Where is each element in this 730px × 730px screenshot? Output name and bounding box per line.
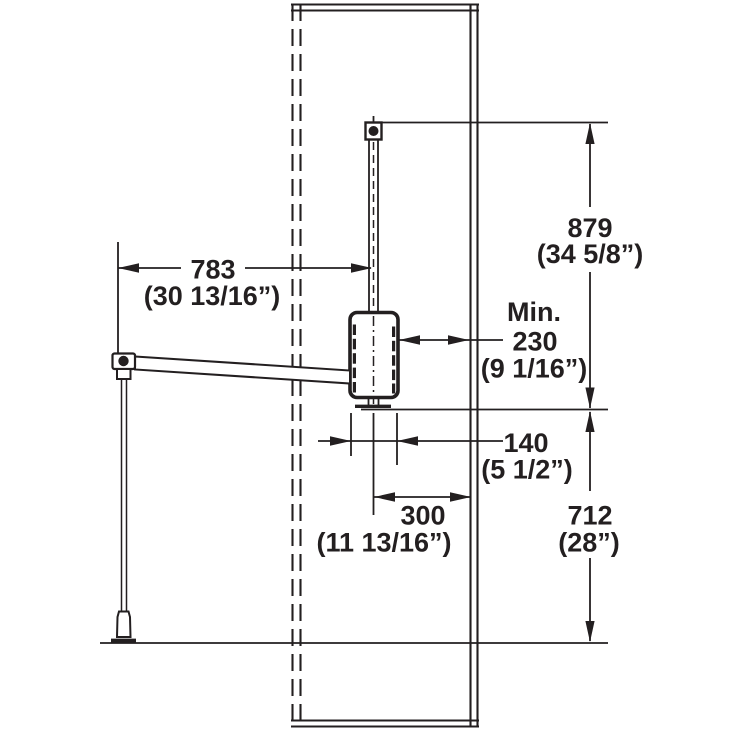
arrowhead-left-icon bbox=[118, 263, 139, 273]
dim-housing-width-inch: (5 1/2”) bbox=[481, 455, 573, 485]
dim-rod-to-front-inch: (11 13/16”) bbox=[316, 528, 451, 558]
housing-foot bbox=[355, 398, 391, 408]
arrowhead-right-icon bbox=[330, 436, 351, 446]
arrowhead-left-icon bbox=[399, 335, 420, 345]
dim-upper-height-mm: 879 bbox=[567, 213, 612, 243]
dim-min-depth-inch: (9 1/16”) bbox=[481, 354, 588, 384]
arrowhead-down-icon bbox=[585, 387, 595, 409]
handle-bracket bbox=[116, 368, 132, 380]
dimension-upper-height: 879 (34 5/8”) bbox=[537, 123, 644, 409]
dim-min-depth-mm: 230 bbox=[512, 327, 557, 357]
lift-housing bbox=[348, 310, 400, 400]
dim-upper-height-inch: (34 5/8”) bbox=[537, 239, 644, 269]
dim-housing-width-mm: 140 bbox=[503, 428, 548, 458]
pull-arm bbox=[134, 355, 351, 385]
dimension-min-depth: Min. 230 (9 1/16”) bbox=[399, 297, 587, 384]
lift-mechanism bbox=[348, 116, 400, 408]
pull-arm-assembly bbox=[111, 352, 351, 643]
dim-lower-height-inch: (28”) bbox=[558, 528, 620, 558]
housing-slots-left bbox=[352, 324, 356, 393]
dim-lower-height-mm: 712 bbox=[567, 501, 612, 531]
arrowhead-right-icon bbox=[450, 492, 471, 502]
arrowhead-down-icon bbox=[585, 621, 595, 642]
dim-min-depth-label: Min. bbox=[507, 297, 561, 327]
dim-rod-to-front-mm: 300 bbox=[400, 501, 445, 531]
dimension-housing-width: 140 (5 1/2”) bbox=[318, 413, 573, 485]
arrowhead-right-icon bbox=[351, 263, 372, 273]
arrowhead-up-icon bbox=[585, 411, 595, 432]
dim-open-width-inch: (30 13/16”) bbox=[144, 281, 281, 311]
arrowhead-right-icon bbox=[448, 335, 469, 345]
reference-lines bbox=[100, 121, 608, 644]
top-pivot-point-icon bbox=[368, 126, 379, 136]
dim-open-width-mm: 783 bbox=[190, 255, 235, 285]
dimension-lower-height: 712 (28”) bbox=[558, 411, 620, 642]
arrowhead-left-icon bbox=[397, 436, 418, 446]
arrowhead-left-icon bbox=[374, 492, 395, 502]
arm-pivot-point-icon bbox=[118, 355, 129, 367]
housing-slots-right bbox=[392, 326, 396, 394]
cabinet-outline bbox=[291, 3, 479, 728]
handle-grip bbox=[115, 610, 132, 638]
dimension-rod-to-front: 300 (11 13/16”) bbox=[316, 413, 471, 558]
dimension-open-width: 783 (30 13/16”) bbox=[117, 242, 372, 353]
arrowhead-up-icon bbox=[585, 123, 595, 144]
